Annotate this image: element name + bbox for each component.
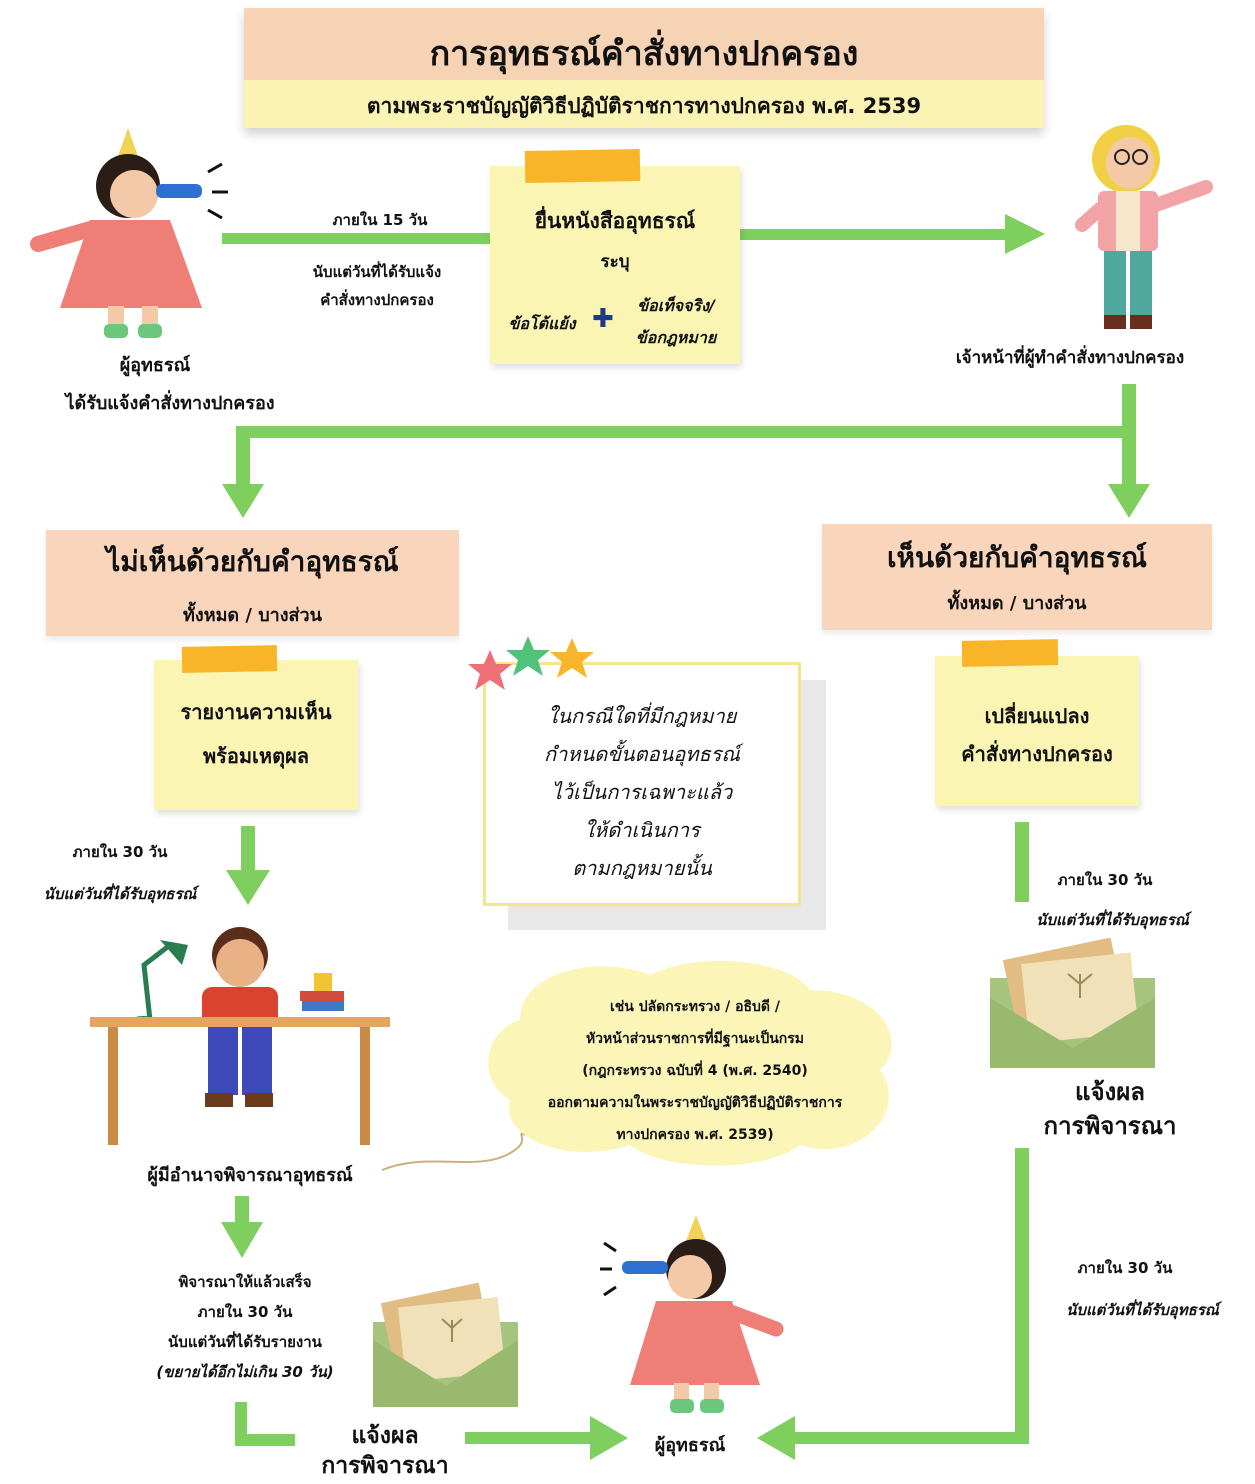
from-appeal-date-left: นับแต่วันที่ได้รับอุทธรณ์ [43,885,197,903]
change-order-line2: คำสั่งทางปกครอง [961,742,1113,766]
notify-result-bottom-line1: แจ้งผล [351,1423,419,1449]
within-30-days-left: ภายใน 30 วัน [72,843,168,861]
cloud-line4: ออกตามความในพระราชบัญญัติวิธีปฏิบัติราชก… [547,1095,843,1111]
officer-label: เจ้าหน้าที่ผู้ทำคำสั่งทางปกครอง [955,348,1185,368]
submit-appeal-note [490,166,740,364]
within-15-days: ภายใน 15 วัน [332,211,428,229]
authority-desk-illustration [90,927,390,1145]
within-30-days-right-2: ภายใน 30 วัน [1077,1259,1173,1277]
specify-label: ระบุ [600,252,630,272]
special-note-line4: ให้ดำเนินการ [584,818,700,842]
cloud-line2: หัวหน้าส่วนราชการที่มีฐานะเป็นกรม [585,1031,805,1047]
appellant-notified-label: ได้รับแจ้งคำสั่งทางปกครอง [65,393,275,414]
notify-result-right-line2: การพิจารณา [1043,1112,1177,1140]
plus-icon: ✚ [592,304,614,334]
report-opinion-line1: รายงานความเห็น [180,700,332,724]
within-30-days-right: ภายใน 30 วัน [1057,871,1153,889]
tape-decoration [181,645,278,673]
officer-character-illustration [1075,125,1213,329]
authority-label: ผู้มีอำนาจพิจารณาอุทธรณ์ [147,1165,353,1186]
law-label: ข้อกฎหมาย [635,328,717,347]
agree-title: เห็นด้วยกับคำอุทธรณ์ [886,541,1148,574]
page-title: การอุทธรณ์คำสั่งทางปกครอง [429,34,859,74]
title-banner: การอุทธรณ์คำสั่งทางปกครอง ตามพระราชบัญญั… [244,8,1044,128]
change-order-line1: เปลี่ยนแปลง [984,704,1090,728]
report-opinion-note [154,660,358,810]
agree-subtitle: ทั้งหมด / บางส่วน [947,593,1087,614]
notify-result-bottom-line2: การพิจารณา [321,1453,449,1479]
special-note-line1: ในกรณีใดที่มีกฎหมาย [547,704,737,728]
consider-line3: นับแต่วันที่ได้รับรายงาน [168,1333,322,1351]
cloud-line5: ทางปกครอง พ.ศ. 2539) [616,1127,774,1143]
fact-label: ข้อเท็จจริง/ [637,296,715,315]
submit-appeal-title: ยื่นหนังสืออุทธรณ์ [534,209,696,233]
change-order-note [935,656,1139,806]
appellant-character-illustration [600,1215,784,1413]
special-note-line2: กำหนดขั้นตอนอุทธรณ์ [544,742,740,766]
stars-icon [468,636,594,690]
disagree-box [46,530,459,636]
agree-box [822,524,1212,630]
envelope-icon [373,1282,518,1407]
consider-line2: ภายใน 30 วัน [197,1303,293,1321]
consider-line1: พิจารณาให้แล้วเสร็จ [178,1273,312,1291]
from-notified-date: นับแต่วันที่ได้รับแจ้ง [312,263,442,281]
tape-decoration [524,148,641,184]
appellant-bottom-label: ผู้อุทธรณ์ [654,1435,726,1456]
from-administrative-order: คำสั่งทางปกครอง [320,291,434,309]
appellant-character-illustration [30,128,228,338]
argument-label: ข้อโต้แย้ง [508,314,576,333]
info-cloud-shape [488,960,892,1166]
appellant-label: ผู้อุทธรณ์ [119,355,191,376]
special-note-line5: ตามกฎหมายนั้น [572,856,712,880]
cloud-line3: (กฎกระทรวง ฉบับที่ 4 (พ.ศ. 2540) [582,1063,808,1079]
subtitle-band [244,80,1044,128]
special-note-line3: ไว้เป็นการเฉพาะแล้ว [551,780,733,804]
from-appeal-date-right-2: นับแต่วันที่ได้รับอุทธรณ์ [1066,1301,1219,1319]
tape-decoration [961,639,1059,667]
special-note-box [483,662,801,906]
page-subtitle: ตามพระราชบัญญัติวิธีปฏิบัติราชการทางปกคร… [366,94,922,118]
consider-line4: (ขยายได้อีกไม่เกิน 30 วัน) [156,1363,334,1381]
cloud-line1: เช่น ปลัดกระทรวง / อธิบดี / [609,999,781,1015]
disagree-title: ไม่เห็นด้วยกับคำอุทธรณ์ [106,545,399,578]
envelope-icon [990,938,1155,1068]
disagree-subtitle: ทั้งหมด / บางส่วน [183,605,322,626]
report-opinion-line2: พร้อมเหตุผล [202,744,310,768]
notify-result-right-line1: แจ้งผล [1074,1078,1146,1106]
from-appeal-date-right: นับแต่วันที่ได้รับอุทธรณ์ [1036,911,1189,929]
